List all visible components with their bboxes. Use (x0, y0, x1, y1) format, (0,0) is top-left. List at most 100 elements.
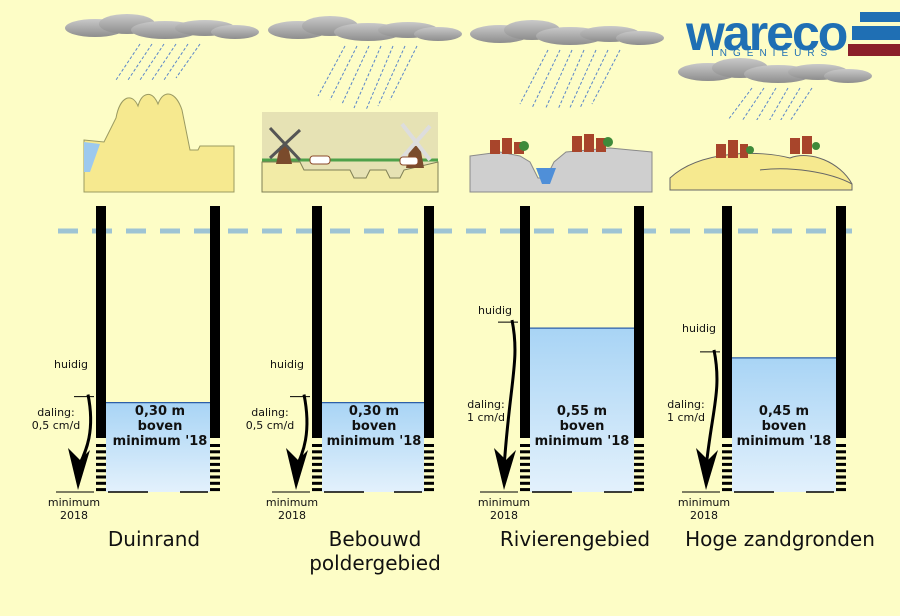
tube-rung (722, 475, 732, 479)
logo-stripes (848, 12, 900, 56)
landscape-sandy (669, 120, 853, 192)
gauges (56, 206, 846, 493)
tube-rung (634, 475, 644, 479)
region-name: Rivierengebied (499, 527, 651, 551)
current-label: huidig (478, 304, 513, 317)
tube-rung (634, 462, 644, 466)
tube-rung (722, 456, 732, 460)
decline-arrow-head (68, 448, 90, 490)
tube-rung (210, 456, 220, 460)
tube-rung (836, 488, 846, 492)
cloud-rain-3 (470, 20, 664, 115)
tube-rung (312, 469, 322, 473)
tube-rung (210, 444, 220, 447)
tube-rung (312, 475, 322, 479)
current-label: huidig (54, 358, 89, 371)
landscape-dunes (83, 93, 235, 193)
tube-rung (520, 488, 530, 492)
tube-rung (634, 450, 644, 454)
cloud-rain-1 (65, 14, 259, 81)
current-label: huidig (682, 322, 717, 335)
tube-rung (96, 488, 106, 492)
region-name: Duinrand (107, 527, 201, 551)
tube-rung (312, 456, 322, 460)
tube-rung (312, 444, 322, 447)
tube-rung (210, 488, 220, 492)
water-column (732, 357, 836, 492)
tube-wall-left (312, 206, 322, 438)
tube-rung (836, 450, 846, 454)
tube-rung (96, 475, 106, 479)
tube-rung (96, 469, 106, 473)
tube-wall-left (96, 206, 106, 438)
tube-rung (424, 456, 434, 460)
tube-rung (210, 469, 220, 473)
tube-rung (836, 481, 846, 485)
tube-rung (424, 462, 434, 466)
tube-rung (634, 481, 644, 485)
current-label: huidig (270, 358, 305, 371)
tube-rung (836, 469, 846, 473)
landscape-polder (261, 112, 439, 193)
decline-arrow-shaft (502, 319, 517, 469)
tube-rung (96, 481, 106, 485)
tube-rung (634, 469, 644, 473)
decline-arrow-head (286, 448, 308, 490)
tube-rung (722, 488, 732, 492)
tube-rung (722, 469, 732, 473)
tube-rung (722, 444, 732, 447)
tube-rung (424, 469, 434, 473)
tube-rung (96, 462, 106, 466)
tube-rung (722, 450, 732, 454)
tube-rung (722, 481, 732, 485)
tube-rung (520, 469, 530, 473)
tube-wall-left (722, 206, 732, 438)
logo-wordmark: wareco (686, 5, 848, 61)
tube-rung (312, 481, 322, 485)
tube-rung (424, 481, 434, 485)
tube-wall-right (210, 206, 220, 438)
tube-rung (210, 462, 220, 466)
decline-arrow-head (696, 448, 718, 490)
decline-arrow-shaft (704, 349, 719, 469)
tube-rung (520, 444, 530, 447)
tube-rung (210, 481, 220, 485)
tube-rung (210, 475, 220, 479)
tube-rung (424, 450, 434, 454)
tube-rung (424, 444, 434, 447)
tube-rung (634, 488, 644, 492)
decline-label: daling:1 cm/d (467, 398, 505, 424)
tube-rung (96, 456, 106, 460)
cloud-rain-4 (678, 58, 872, 131)
decline-label: daling:0,5 cm/d (31, 406, 81, 432)
tube-rung (424, 488, 434, 492)
landscape-river (469, 108, 653, 193)
tube-wall-right (836, 206, 846, 438)
logo-subtitle: INGENIEURS (711, 48, 834, 59)
tube-rung (836, 444, 846, 447)
tube-wall-left (520, 206, 530, 438)
tube-rung (836, 475, 846, 479)
tube-rung (96, 450, 106, 454)
cloud-rain-2 (268, 16, 462, 111)
region-name: Hoge zandgronden (685, 527, 875, 551)
decline-label: daling:0,5 cm/d (245, 406, 295, 432)
tube-wall-right (424, 206, 434, 438)
tube-rung (520, 475, 530, 479)
tube-rung (424, 475, 434, 479)
tube-rung (634, 456, 644, 460)
tube-rung (312, 450, 322, 454)
tube-rung (520, 462, 530, 466)
decline-arrow-head (494, 448, 516, 490)
tube-rung (312, 462, 322, 466)
